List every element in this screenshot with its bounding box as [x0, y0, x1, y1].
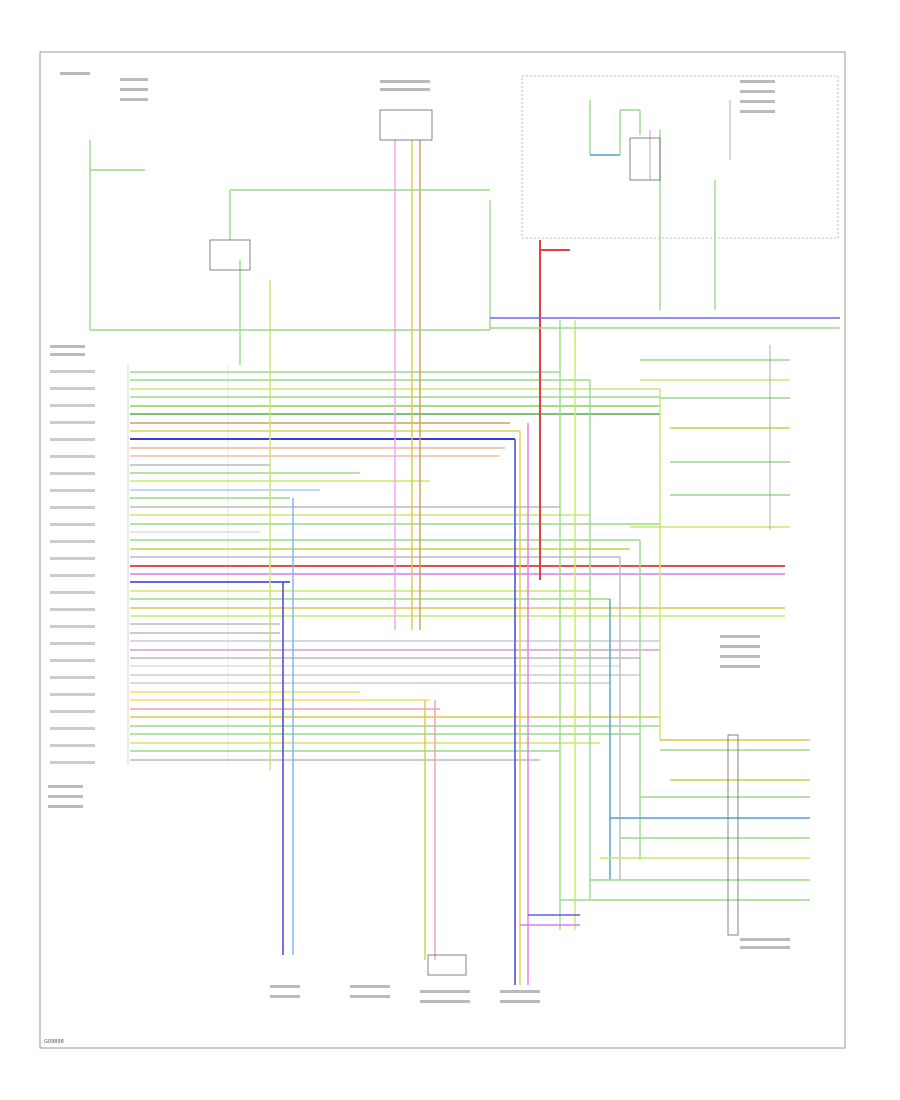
transmission-connector — [727, 734, 739, 936]
relay-box-right — [629, 137, 661, 181]
pcm-pin-labels — [50, 370, 95, 764]
diagram-border — [39, 51, 846, 1049]
right-switch-wires — [630, 359, 790, 528]
fuse-box-region — [521, 75, 839, 239]
components — [209, 100, 771, 976]
footer-code: G09898 — [44, 1039, 64, 1045]
label-placeholders — [48, 72, 790, 1003]
sensor-bottom-center — [427, 954, 467, 976]
center-vertical-wires — [89, 130, 716, 985]
transmission-wires — [520, 739, 810, 926]
module-top-center — [379, 109, 433, 141]
pcm-harness-wires — [130, 371, 785, 761]
switch-box-left — [209, 239, 251, 271]
top-wires — [90, 100, 840, 331]
